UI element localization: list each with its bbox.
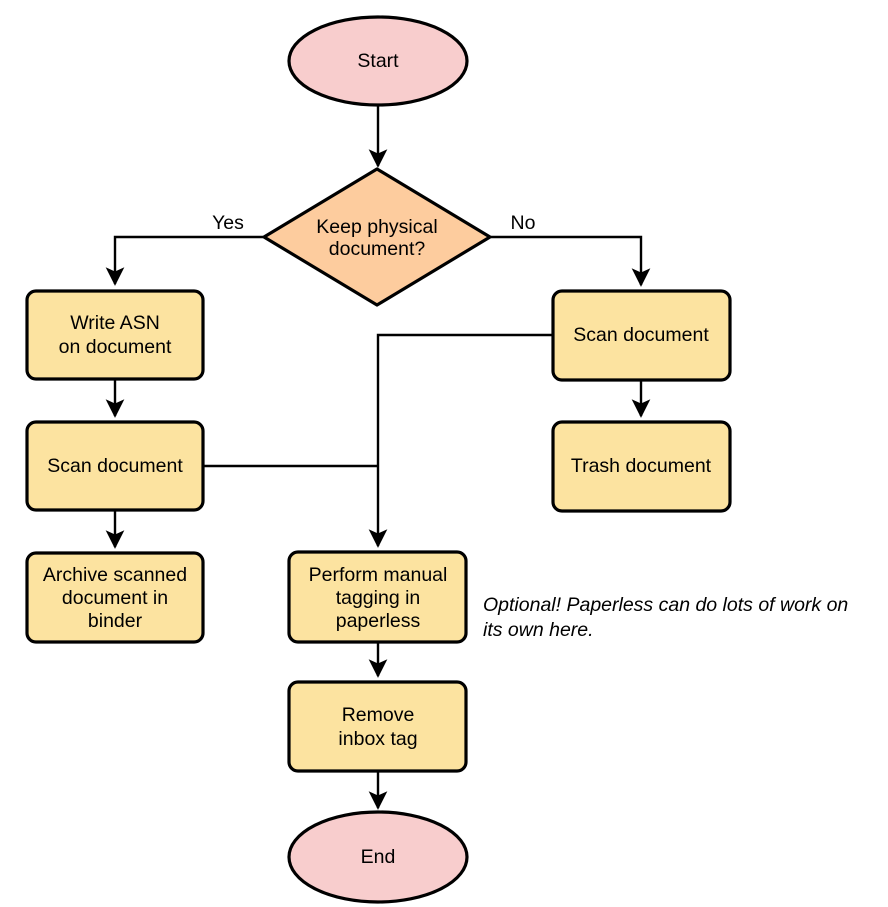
tagging-label-line3: paperless bbox=[336, 610, 421, 632]
node-write-asn[interactable]: Write ASN on document bbox=[25, 289, 205, 381]
node-end[interactable]: End bbox=[287, 810, 469, 904]
scan-document-right-box bbox=[551, 289, 732, 382]
archive-label-line3: binder bbox=[88, 610, 143, 632]
annotation-line2: its own here. bbox=[483, 619, 594, 641]
node-start[interactable]: Start bbox=[287, 15, 469, 107]
edge-decision-no-to-scan-right bbox=[491, 235, 651, 287]
tagging-label-line1: Perform manual bbox=[309, 564, 448, 586]
scan-document-right-label: Scan document bbox=[573, 324, 709, 346]
remove-inbox-box bbox=[287, 680, 468, 773]
edge-scan-right-to-tagging bbox=[368, 333, 553, 548]
end-ellipse bbox=[287, 810, 469, 904]
archive-label-line1: Archive scanned bbox=[43, 564, 187, 586]
tagging-box bbox=[287, 550, 468, 644]
annotation-line1: Optional! Paperless can do lots of work … bbox=[483, 594, 848, 616]
decision-label-line2: document? bbox=[329, 238, 426, 260]
start-label: Start bbox=[357, 50, 399, 72]
node-scan-document-right[interactable]: Scan document bbox=[551, 289, 732, 382]
decision-label-line1: Keep physical bbox=[316, 216, 437, 238]
archive-label-line2: document in bbox=[62, 587, 168, 609]
node-perform-manual-tagging[interactable]: Perform manual tagging in paperless bbox=[287, 550, 468, 644]
write-asn-label-line1: Write ASN bbox=[70, 312, 160, 334]
edge-label-no: No bbox=[511, 212, 536, 234]
trash-document-box bbox=[551, 420, 732, 513]
tagging-label-line2: tagging in bbox=[336, 587, 421, 609]
archive-box bbox=[25, 551, 205, 644]
scan-document-left-box bbox=[25, 420, 205, 512]
remove-inbox-label-line1: Remove bbox=[342, 704, 415, 726]
remove-inbox-label-line2: inbox tag bbox=[338, 728, 417, 750]
node-trash-document[interactable]: Trash document bbox=[551, 420, 732, 513]
write-asn-box bbox=[25, 289, 205, 381]
scan-document-left-label: Scan document bbox=[47, 455, 183, 477]
write-asn-label-line2: on document bbox=[59, 336, 172, 358]
edge-label-yes: Yes bbox=[212, 212, 244, 234]
end-label: End bbox=[361, 846, 396, 868]
decision-diamond bbox=[262, 167, 492, 307]
start-ellipse bbox=[287, 15, 469, 107]
edge-decision-yes-to-write-asn bbox=[105, 235, 263, 286]
node-archive-scanned-document[interactable]: Archive scanned document in binder bbox=[25, 551, 205, 644]
node-scan-document-left[interactable]: Scan document bbox=[25, 420, 205, 512]
trash-document-label: Trash document bbox=[571, 455, 712, 477]
annotation-note: Optional! Paperless can do lots of work … bbox=[483, 594, 848, 641]
node-decision-keep-physical-document[interactable]: Keep physical document? bbox=[262, 167, 492, 307]
node-remove-inbox-tag[interactable]: Remove inbox tag bbox=[287, 680, 468, 773]
